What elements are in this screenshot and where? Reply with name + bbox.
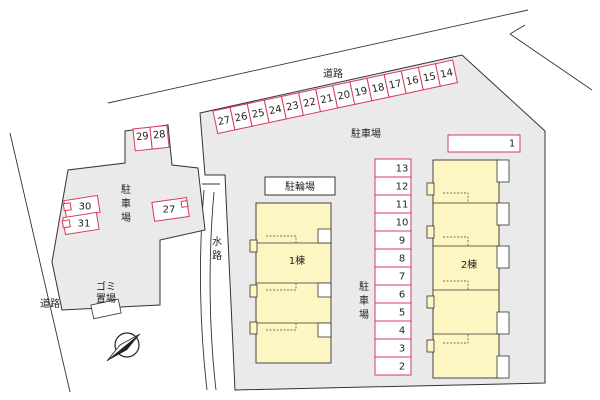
parking-number-20: 20 [337, 89, 352, 102]
vlabel-canal: 水路 [212, 236, 222, 262]
parking-space-13[interactable]: 13 [374, 158, 412, 178]
parking-number-9: 9 [399, 236, 405, 247]
parking-number-11: 11 [396, 200, 409, 211]
building-1-label: 1棟 [289, 254, 305, 267]
parking-number-30: 30 [79, 202, 92, 213]
svg-text:路: 路 [212, 249, 222, 262]
parking-space-24[interactable]: 24 [263, 95, 287, 124]
parking-space-7[interactable]: 7 [374, 266, 412, 286]
svg-text:場: 場 [359, 308, 369, 321]
parking-number-29: 29 [135, 131, 149, 143]
parking-number-12: 12 [396, 182, 409, 193]
parking-space-23[interactable]: 23 [280, 92, 304, 120]
svg-text:車: 車 [121, 197, 131, 210]
parking-number-22: 22 [302, 97, 317, 110]
parking-space-22[interactable]: 22 [297, 88, 322, 116]
left-lot-area [51, 124, 206, 311]
parking-number-7: 7 [399, 272, 405, 283]
parking-space-11[interactable]: 11 [374, 194, 412, 214]
parking-space-14[interactable]: 14 [434, 59, 459, 87]
parking-number-26: 26 [234, 111, 249, 124]
road-lines [9, 9, 593, 393]
parking-space-27[interactable]: 27 [212, 106, 236, 135]
parking-space-10[interactable]: 10 [374, 212, 412, 232]
parking-column: 13 12 11 10 9 8 7 6 5 4 3 2 [374, 158, 412, 376]
parking-number-19: 19 [354, 86, 369, 99]
bicycle-parking-label: 駐輪場 [285, 180, 315, 193]
svg-text:駐: 駐 [121, 183, 131, 196]
parking-number-5: 5 [399, 308, 405, 319]
parking-space-25[interactable]: 25 [246, 99, 270, 127]
parking-number-13: 13 [396, 164, 409, 175]
garbage-area: ゴミ 置場 [90, 280, 122, 320]
parking-space-2[interactable]: 2 [374, 356, 412, 376]
bicycle-parking: 駐輪場 [264, 176, 336, 196]
garbage-label-2: 置場 [96, 292, 116, 305]
garbage-label-1: ゴミ [96, 280, 116, 293]
parking-number-31: 31 [78, 219, 91, 230]
parking-number-16: 16 [405, 75, 420, 88]
parking-number-17: 17 [388, 78, 403, 91]
parking-number-4: 4 [399, 326, 405, 337]
parking-number-28: 28 [152, 129, 166, 141]
parking-space-28[interactable]: 28 [149, 124, 170, 150]
building-2-label: 2棟 [461, 258, 477, 271]
parking-number-25: 25 [251, 107, 266, 120]
parking-space-19[interactable]: 19 [349, 77, 373, 105]
parking-number-27: 27 [217, 115, 232, 128]
parking-number-18: 18 [371, 82, 386, 95]
vlabel-parking-left: 駐車場 [121, 183, 131, 224]
parking-space-1[interactable]: 1 [447, 134, 521, 153]
parking-number-14: 14 [439, 67, 454, 80]
parking-space-26[interactable]: 26 [229, 103, 253, 131]
building-1: 1棟 [249, 202, 332, 364]
parking-number-23: 23 [285, 100, 300, 113]
parking-number-2: 2 [399, 362, 405, 373]
parking-top-label: 駐車場 [351, 127, 381, 140]
svg-text:駐: 駐 [359, 280, 369, 293]
parking-number-8: 8 [399, 254, 405, 265]
parking-number-10: 10 [396, 218, 409, 229]
parking-number-24: 24 [268, 104, 283, 117]
parking-space-30[interactable]: 30 [62, 194, 101, 219]
svg-text:車: 車 [359, 294, 369, 307]
parking-space-5[interactable]: 5 [374, 302, 412, 322]
svg-text:場: 場 [121, 211, 131, 224]
north-arrow-icon [106, 332, 141, 362]
road-label-left: 道路 [40, 297, 60, 310]
road-label-top: 道路 [323, 67, 343, 80]
parking-space-12[interactable]: 12 [374, 176, 412, 196]
parking-number-27-left: 27 [163, 205, 176, 216]
building-2: 2棟 [426, 159, 510, 379]
vlabel-parking-center: 駐車場 [359, 280, 369, 321]
parking-space-17[interactable]: 17 [383, 70, 407, 98]
parking-number-3: 3 [399, 344, 405, 355]
parking-space-21[interactable]: 21 [315, 84, 339, 113]
parking-space-9[interactable]: 9 [374, 230, 412, 250]
parking-space-6[interactable]: 6 [374, 284, 412, 304]
parking-space-29[interactable]: 29 [132, 126, 153, 152]
parking-number-6: 6 [399, 290, 405, 301]
parking-space-27-left[interactable]: 27 [151, 197, 190, 222]
parking-space-3[interactable]: 3 [374, 338, 412, 358]
parking-space-4[interactable]: 4 [374, 320, 412, 340]
parking-number-1: 1 [509, 139, 515, 150]
parking-number-15: 15 [422, 71, 437, 84]
parking-space-31[interactable]: 31 [61, 211, 100, 236]
parking-space-8[interactable]: 8 [374, 248, 412, 268]
parking-number-21: 21 [319, 93, 334, 106]
svg-text:水: 水 [212, 236, 222, 248]
